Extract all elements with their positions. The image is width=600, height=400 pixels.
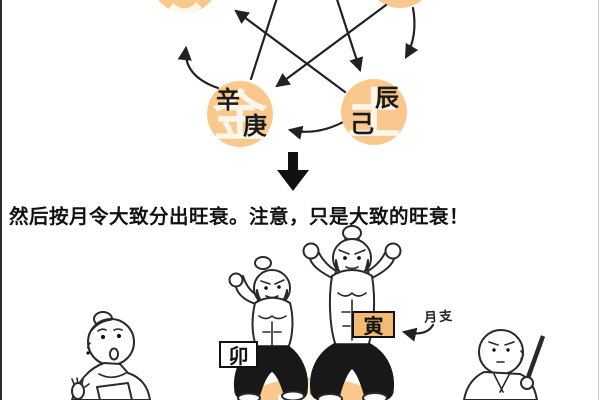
wrestler-left: [228, 256, 309, 400]
month-branch-annotation: 月支: [423, 308, 455, 327]
stem-ji: 己: [350, 110, 374, 138]
five-elements-diagram: 金 辛 庚 土 辰 己: [158, 0, 422, 191]
earth-node: 土 辰 己: [341, 79, 407, 146]
wrestler-right: [302, 225, 402, 400]
branch-label-mao: 卯: [219, 341, 258, 368]
stem-xin: 辛: [216, 86, 240, 114]
woman-figure: [71, 311, 151, 400]
water-node-watermark-fragment: [168, 2, 202, 16]
down-arrow-icon: [277, 152, 309, 191]
overcoming-cycle-arrows: [234, 0, 388, 94]
annotation-arrow: [401, 323, 435, 342]
earth-watermark: 土: [347, 83, 401, 146]
stem-geng: 庚: [243, 112, 267, 140]
branch-chen: 辰: [375, 84, 399, 112]
branch-label-yin: 寅: [352, 311, 395, 338]
cartoon-scene: 木: [71, 225, 546, 400]
metal-watermark: 金: [212, 85, 268, 148]
metal-node: 金 辛 庚: [207, 81, 273, 148]
fire-node: [378, 0, 422, 8]
panel-right-border: [598, 0, 599, 400]
caption-text: 然后按月令大致分出旺衰。注意，只是大致的旺衰！: [9, 205, 470, 228]
panel-left-border: [0, 0, 2, 400]
monk-figure: [463, 329, 546, 400]
